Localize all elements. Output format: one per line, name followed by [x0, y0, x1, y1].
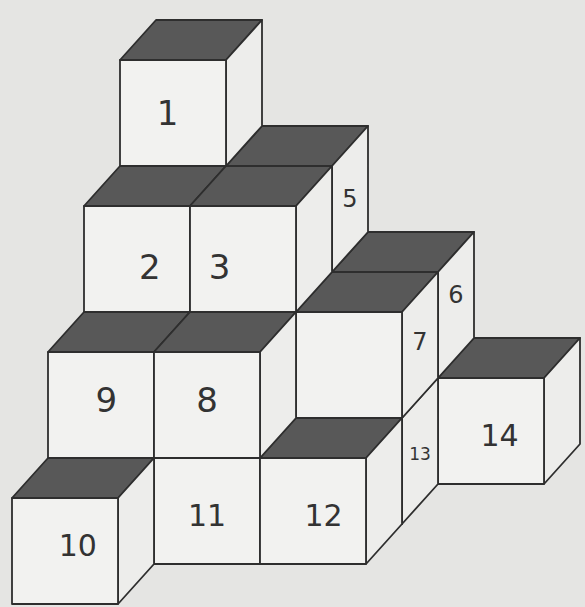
cube-number: 11: [188, 501, 226, 531]
cube-number-box: 14: [478, 419, 521, 453]
cube-number: 10: [59, 531, 97, 561]
cube-side: [402, 272, 438, 418]
cube-number: 6: [448, 283, 463, 307]
cube-number: 12: [305, 501, 343, 531]
cube-front: [48, 352, 154, 458]
cube-number-box: 10: [56, 529, 99, 563]
cube-shape: [154, 312, 296, 458]
cube-number: 8: [196, 383, 218, 417]
cube-front: [190, 206, 296, 312]
cube-side: [438, 232, 474, 378]
cube-number: 14: [480, 421, 518, 451]
cube-number-box: 1: [155, 94, 181, 132]
cube-number: 9: [95, 383, 117, 417]
cube-front: [438, 378, 544, 484]
cube-shape: [120, 20, 262, 166]
cube-number: 13: [409, 446, 431, 463]
cube-side: [366, 418, 402, 564]
cube-shape: [12, 458, 154, 604]
cube-number: 7: [412, 330, 427, 354]
cube-side: [260, 312, 296, 458]
cube-front: [12, 498, 118, 604]
cube-number-box: 2: [137, 248, 163, 286]
cube-front: [296, 312, 402, 418]
cube-number: 1: [157, 96, 179, 130]
cube-shape: [260, 418, 402, 564]
cube-number-box: 9: [93, 381, 119, 419]
cube-shape: [438, 338, 580, 484]
cube-number-box: 3: [207, 248, 233, 286]
cube-number-box: 11: [186, 499, 229, 533]
cube-side: [296, 166, 332, 312]
cube-shape: [296, 272, 438, 418]
cube-number-box: 5: [340, 185, 360, 213]
cube-number-box: 8: [194, 381, 220, 419]
cube-side: [332, 126, 368, 272]
cube-shape: [190, 166, 332, 312]
cube-front: [84, 206, 190, 312]
cube-front: [154, 458, 260, 564]
cube-number-box: 6: [446, 281, 466, 309]
cube-number-box: 7: [410, 328, 430, 356]
cube-front: [260, 458, 366, 564]
cube-side: [544, 338, 580, 484]
cube-number: 5: [342, 187, 357, 211]
cube-front: [154, 352, 260, 458]
cube-side: [118, 458, 154, 604]
cube-side: [226, 20, 262, 166]
cube-number: 3: [209, 250, 231, 284]
cube-number-box: 13: [407, 444, 433, 465]
cube-front: [120, 60, 226, 166]
cube-number-box: 12: [302, 499, 345, 533]
cube-number: 2: [139, 250, 161, 284]
